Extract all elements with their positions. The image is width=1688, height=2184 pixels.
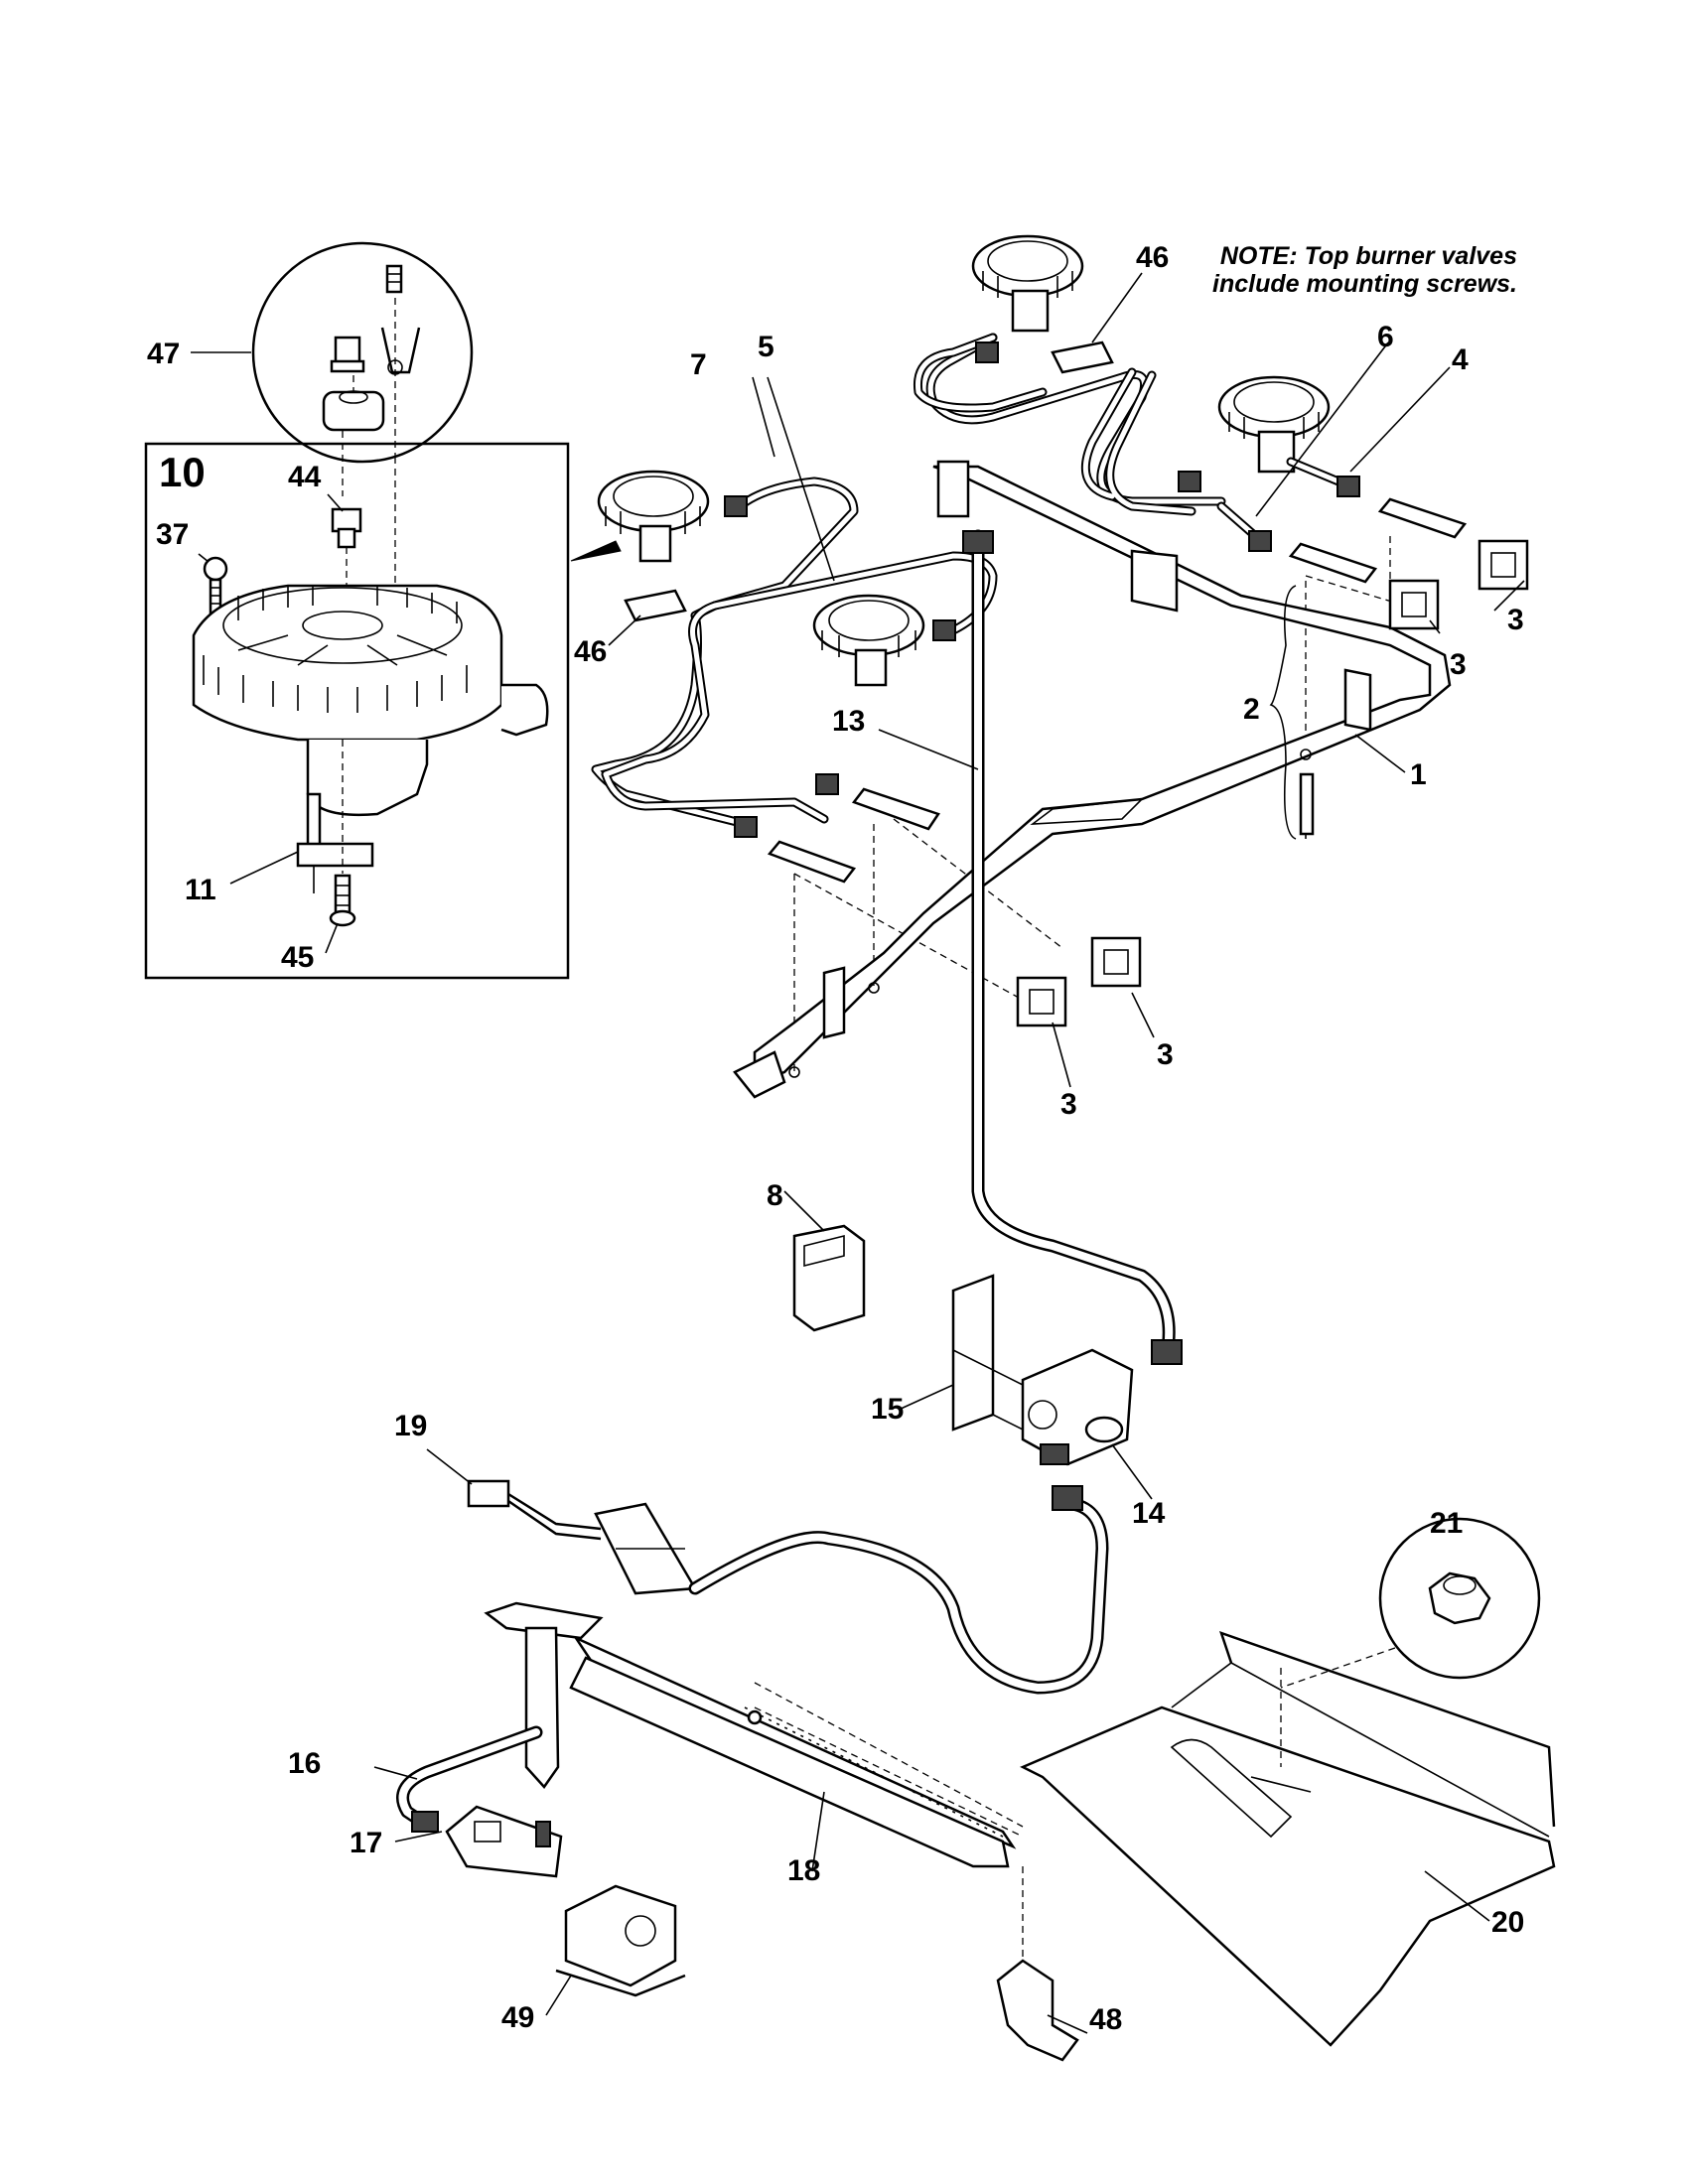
inset-number-10: 10 (159, 449, 206, 495)
tube-16 (396, 1725, 543, 1833)
label-13: 13 (832, 705, 866, 738)
label-3-mid: 3 (1450, 648, 1467, 681)
detail-circle-47 (191, 241, 474, 464)
valve-bracket-15 (951, 1274, 1024, 1432)
label-18: 18 (787, 1854, 821, 1887)
burner-back-left (971, 234, 1084, 333)
detail-box-10 (144, 431, 570, 980)
burner-back-right (1217, 375, 1331, 474)
label-48: 48 (1089, 2003, 1123, 2036)
label-44: 44 (288, 461, 322, 493)
label-7: 7 (690, 348, 707, 381)
main-gas-line (962, 529, 1183, 1365)
manifold (733, 460, 1452, 1099)
oven-burner-18 (484, 1601, 1024, 1868)
label-19: 19 (394, 1410, 428, 1442)
gaskets (1016, 539, 1529, 1027)
label-14: 14 (1132, 1497, 1166, 1530)
bracket-49 (555, 1884, 686, 1997)
valves (767, 497, 1468, 1072)
label-2: 2 (1243, 693, 1260, 726)
label-6: 6 (1377, 321, 1394, 353)
label-21: 21 (1430, 1507, 1464, 1540)
label-17: 17 (350, 1827, 383, 1859)
label-45: 45 (281, 941, 315, 974)
label-46-left: 46 (574, 635, 608, 668)
detail-circle-21 (1280, 1517, 1541, 1689)
label-20: 20 (1491, 1906, 1525, 1939)
label-47: 47 (147, 338, 181, 370)
note-line-1: NOTE: Top burner valves (1219, 242, 1517, 270)
note-text: NOTE: Top burner valves include mounting… (1199, 242, 1517, 298)
burner-top-left (597, 470, 710, 563)
burner-tubes (591, 333, 1360, 838)
connector-8 (792, 1224, 866, 1332)
label-11: 11 (185, 874, 216, 906)
mount-17 (445, 1805, 563, 1878)
safety-valve-14 (1021, 1348, 1134, 1466)
label-8: 8 (767, 1179, 783, 1212)
label-46-top: 46 (1136, 241, 1170, 274)
baffle-20 (1020, 1630, 1556, 2047)
label-37: 37 (156, 518, 190, 551)
label-15: 15 (871, 1393, 905, 1426)
label-49: 49 (501, 2001, 535, 2034)
igniter-19 (467, 1479, 1109, 1695)
bracket-48 (996, 1866, 1079, 2062)
label-3-lower-left: 3 (1060, 1088, 1077, 1121)
label-1: 1 (1410, 758, 1427, 791)
label-16: 16 (288, 1747, 322, 1780)
label-3-lower-right: 3 (1157, 1038, 1174, 1071)
note-line-2: include mounting screws. (1212, 269, 1517, 298)
label-4: 4 (1452, 343, 1469, 376)
label-3-right: 3 (1507, 604, 1524, 636)
burner-top-center (812, 594, 925, 687)
label-5: 5 (758, 331, 774, 363)
